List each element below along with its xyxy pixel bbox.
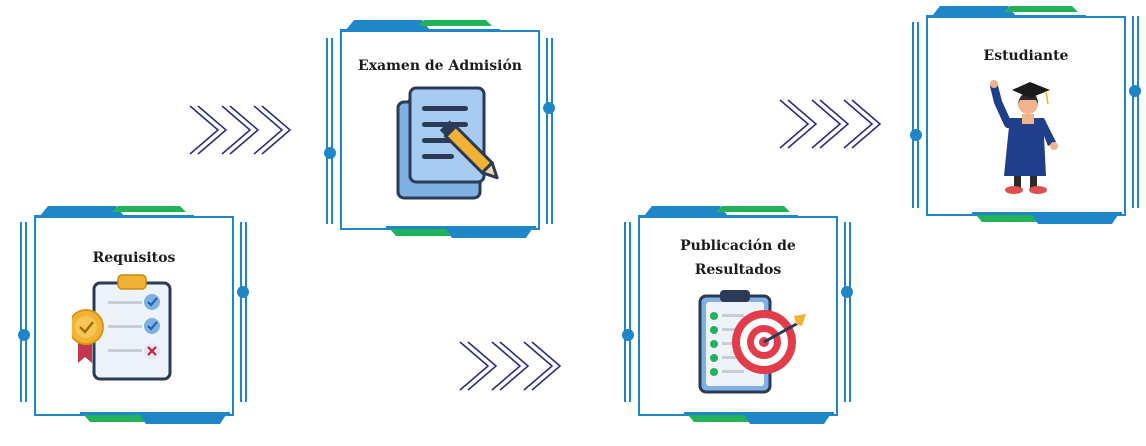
chevrons-publicacion-to-estudiante — [779, 99, 881, 149]
graduate-student-icon — [990, 80, 1058, 194]
chevrons-requisitos-to-examen — [189, 105, 291, 155]
frame-side-right — [841, 222, 853, 402]
frame-side-left — [910, 22, 922, 208]
frame-side-left — [324, 38, 336, 224]
frame-side-left — [622, 222, 634, 402]
card-estudiante: Estudiante — [926, 16, 1126, 216]
step-title-line1: Publicación de — [680, 238, 796, 254]
step-title-line2: Resultados — [694, 262, 782, 278]
frame-side-right — [237, 222, 249, 402]
frame-side-left — [18, 222, 30, 402]
card-requisitos: Requisitos — [34, 216, 234, 416]
frame-side-right — [543, 38, 555, 224]
step-title: Examen de Admisión — [358, 58, 522, 74]
step-title: Estudiante — [983, 48, 1069, 64]
frame-tab-bottom — [80, 412, 230, 424]
checklist-badge-icon — [72, 274, 172, 381]
card-publicacion: Publicación de Resultados — [638, 216, 838, 416]
chevrons-examen-to-publicacion — [459, 341, 561, 391]
frame-tab-bottom — [386, 226, 536, 238]
frame-side-right — [1129, 16, 1141, 208]
clipboard-target-icon — [698, 290, 806, 394]
card-examen: Examen de Admisión — [340, 30, 540, 230]
frame-tab-bottom — [684, 412, 834, 424]
step-title: Requisitos — [92, 250, 176, 266]
document-pencil-icon — [396, 86, 499, 200]
frame-tab-bottom — [972, 212, 1122, 224]
